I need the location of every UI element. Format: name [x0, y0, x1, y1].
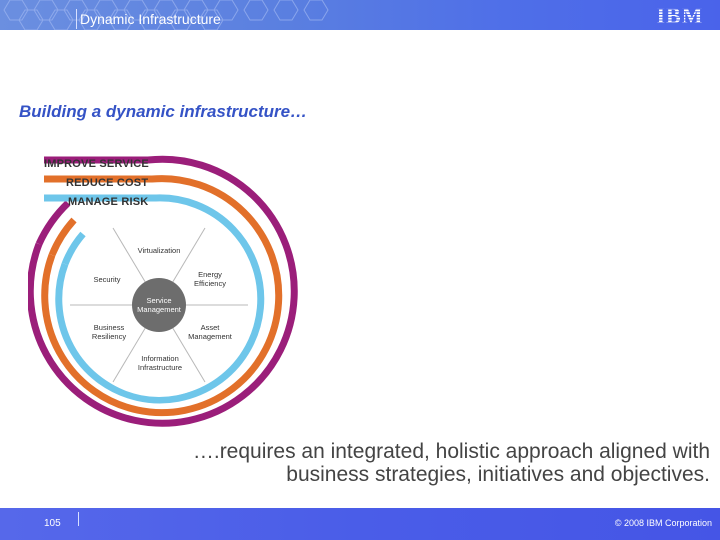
reduce-cost-ring [41, 175, 283, 417]
service-management-label: Service Management [137, 296, 181, 314]
asset-management-label: Asset Management [188, 323, 232, 341]
dynamic-infrastructure-diagram [28, 155, 298, 427]
page-number: 105 [44, 518, 61, 529]
energy-efficiency-label: Energy Efficiency [194, 270, 226, 288]
slide-caption: ….requires an integrated, holistic appro… [70, 440, 710, 486]
footer-bar: 105 © 2008 IBM Corporation [0, 508, 720, 540]
manage-risk-label: MANAGE RISK [68, 196, 149, 208]
hexagon-pattern [3, 0, 329, 30]
improve-service-label: IMPROVE SERVICE [44, 158, 149, 170]
virtualization-label: Virtualization [137, 246, 181, 255]
header-divider [76, 9, 77, 29]
information-infrastructure-label: Information Infrastructure [137, 354, 183, 372]
caption-line-2: business strategies, initiatives and obj… [286, 463, 710, 486]
ibm-logo: IBM [657, 4, 704, 26]
presentation-title: Dynamic Infrastructure [80, 11, 221, 27]
svg-text:IBM: IBM [657, 4, 704, 26]
business-resiliency-label: Business Resiliency [91, 323, 127, 341]
caption-line-1: ….requires an integrated, holistic appro… [192, 440, 710, 463]
service-management-hub [132, 278, 186, 332]
security-label: Security [93, 275, 121, 284]
footer-divider [78, 512, 79, 526]
copyright-notice: © 2008 IBM Corporation [614, 518, 712, 528]
header-bar: Dynamic Infrastructure IBM [0, 0, 720, 30]
slide-title: Building a dynamic infrastructure… [19, 102, 308, 121]
improve-service-ring [28, 155, 298, 427]
reduce-cost-label: REDUCE COST [66, 177, 149, 189]
manage-risk-ring [44, 194, 265, 404]
